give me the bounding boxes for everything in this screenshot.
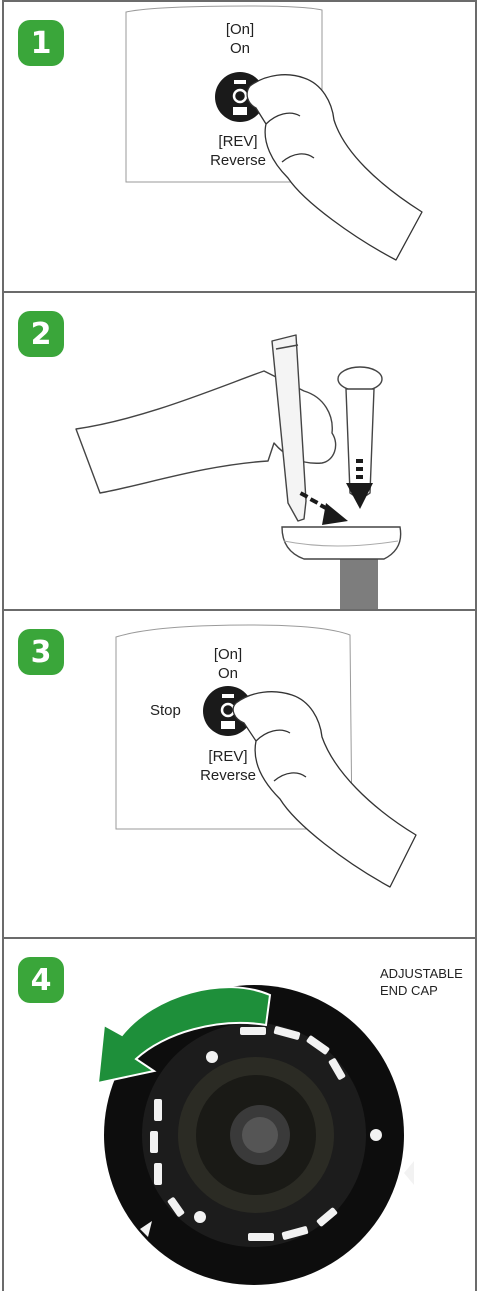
reverse-label: Reverse: [188, 151, 288, 170]
step-number-badge: 4: [18, 957, 64, 1003]
reverse-label: Reverse: [178, 766, 278, 785]
on-code-label: [On]: [188, 645, 268, 664]
step-2-panel: 2: [2, 291, 477, 611]
on-code-label: [On]: [200, 20, 280, 39]
rev-code-label: [REV]: [188, 132, 288, 151]
step-1-panel: 1 [On] On [REV] Reverse: [2, 0, 477, 293]
insert-arrow-icon: [300, 491, 348, 525]
step-number-badge: 3: [18, 629, 64, 675]
on-label: On: [188, 664, 268, 683]
step-3-panel: 3 [On] On Stop [REV] Reverse: [2, 609, 477, 939]
step-number-badge: 1: [18, 20, 64, 66]
step-4-panel: 4: [2, 937, 477, 1291]
step-number-badge: 2: [18, 311, 64, 357]
feed-tube-shaft: [340, 555, 378, 611]
hopper-icon: [282, 527, 401, 559]
stop-label: Stop: [150, 701, 200, 720]
hand-holding-packet-icon: [76, 335, 336, 521]
feeding-illustration: [4, 293, 477, 611]
on-label: On: [200, 39, 280, 58]
end-cap-label-line2: END CAP: [380, 982, 477, 999]
end-cap-label-line1: ADJUSTABLE: [380, 965, 477, 982]
rev-code-label: [REV]: [178, 747, 278, 766]
